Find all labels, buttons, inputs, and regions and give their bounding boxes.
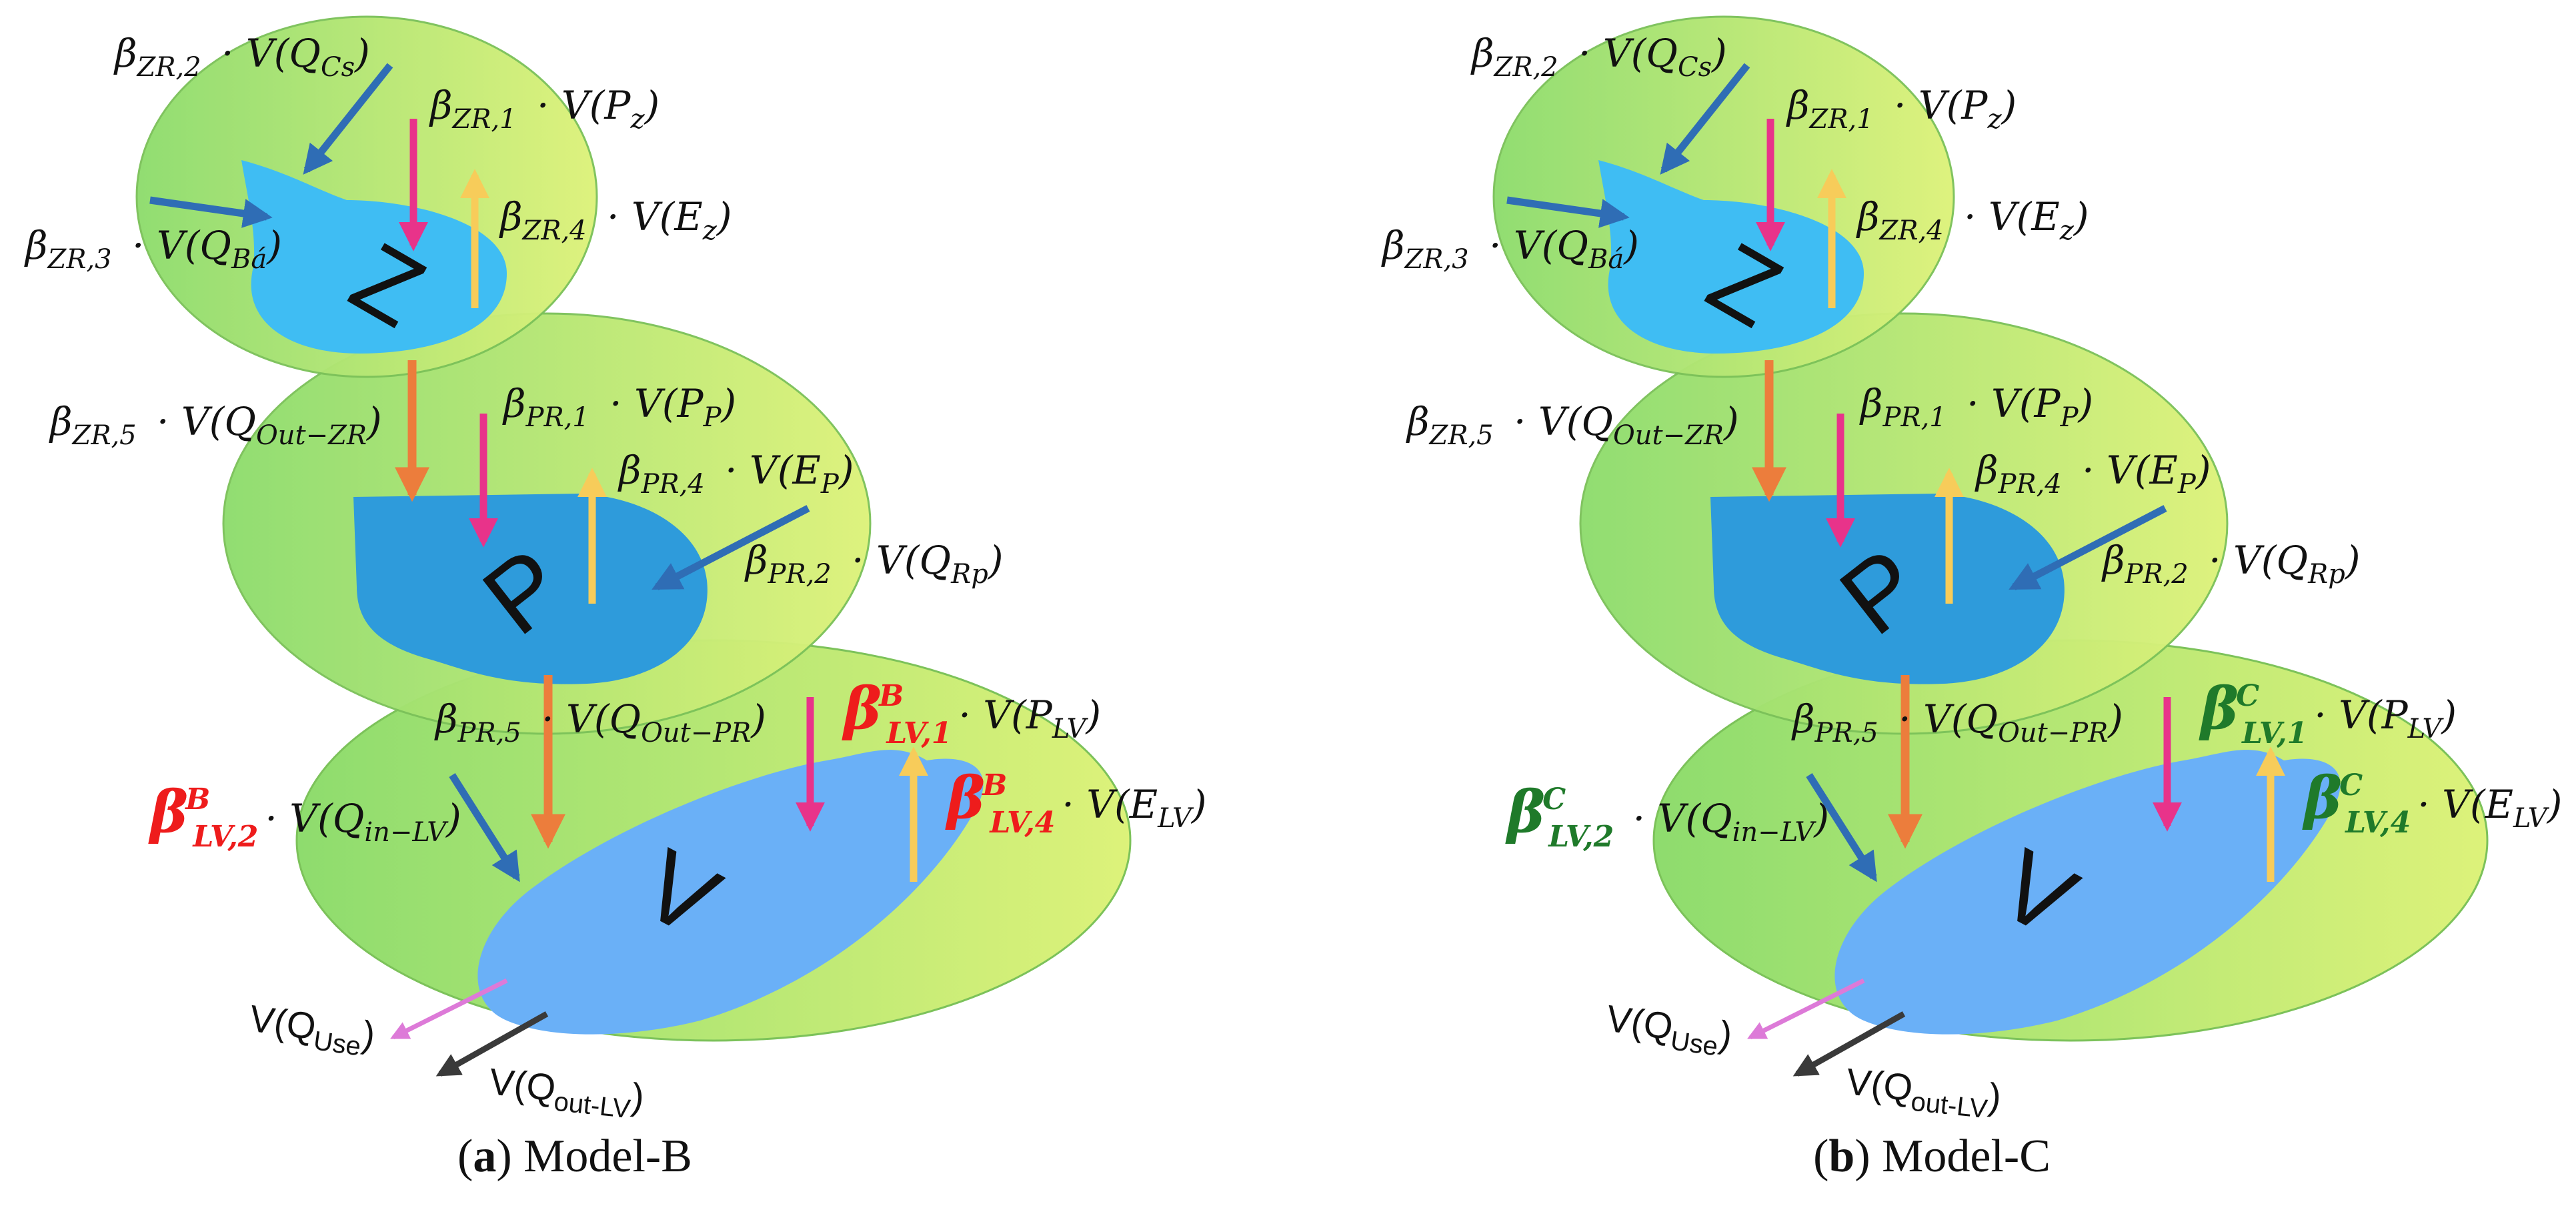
inflow-cs-arrow [303,63,393,175]
label-beta-pr1: βPR,1 · V(PP) [1859,381,2093,433]
use-arrow [389,978,508,1040]
label-beta-pr2: βPR,2 · V(QRp) [744,538,1003,590]
reservoir-v [1834,750,2341,1035]
reservoir-p [353,494,708,684]
label-v-out-lv: V(Qout-LV) [1844,1060,2004,1125]
label-beta-zr3: βZR,3 · V(QBá) [1381,223,1639,275]
label-beta-zr3: βZR,3 · V(QBá) [24,223,282,275]
reservoir-v [477,750,984,1035]
label-beta-pr1: βPR,1 · V(PP) [502,381,736,433]
label-beta-zr2: βZR,2 · V(QCs) [113,31,370,83]
label-beta-pr4: βPR,4 · V(EP) [617,448,854,500]
label-beta-pr5: βPR,5 · V(QOut−PR) [1791,696,2123,748]
label-beta-zr2: βZR,2 · V(QCs) [1470,31,1727,83]
label-beta-zr5: βZR,5 · V(QOut−ZR) [49,399,382,451]
inflow-lv-arrow [449,773,520,882]
label-beta-zr4: βZR,4 · V(Ez) [1856,194,2089,246]
inflow-ba-arrow [1506,196,1630,228]
label-v-use: V(QUse) [246,997,378,1063]
inflow-rp-arrow [652,505,810,590]
label-beta-pr4: βPR,4 · V(EP) [1975,448,2211,500]
panel-caption: (a) Model-B [457,1131,692,1182]
label-beta-zr1: βZR,1 · V(Pz) [1786,83,2017,135]
label-v-out-lv: V(Qout-LV) [487,1060,647,1125]
inflow-lv-arrow [1806,773,1877,882]
label-beta-zr5: βZR,5 · V(QOut−ZR) [1406,399,1739,451]
inflow-ba-arrow [149,196,273,228]
label-beta-pr2: βPR,2 · V(QRp) [2101,538,2360,590]
label-beta-zr4: βZR,4 · V(Ez) [499,194,732,246]
use-arrow [1746,978,1865,1040]
reservoir-z [241,160,507,354]
inflow-cs-arrow [1660,63,1750,175]
panel-caption: (b) Model-C [1813,1131,2051,1182]
reservoir-z [1598,160,1864,354]
label-beta-pr5: βPR,5 · V(QOut−PR) [434,696,766,748]
inflow-rp-arrow [2009,505,2167,590]
reservoir-p [1710,494,2065,684]
outflow-lv-arrow [1792,1011,1906,1077]
label-v-use: V(QUse) [1603,997,1735,1063]
label-beta-zr1: βZR,1 · V(Pz) [429,83,660,135]
outflow-lv-arrow [435,1011,549,1077]
